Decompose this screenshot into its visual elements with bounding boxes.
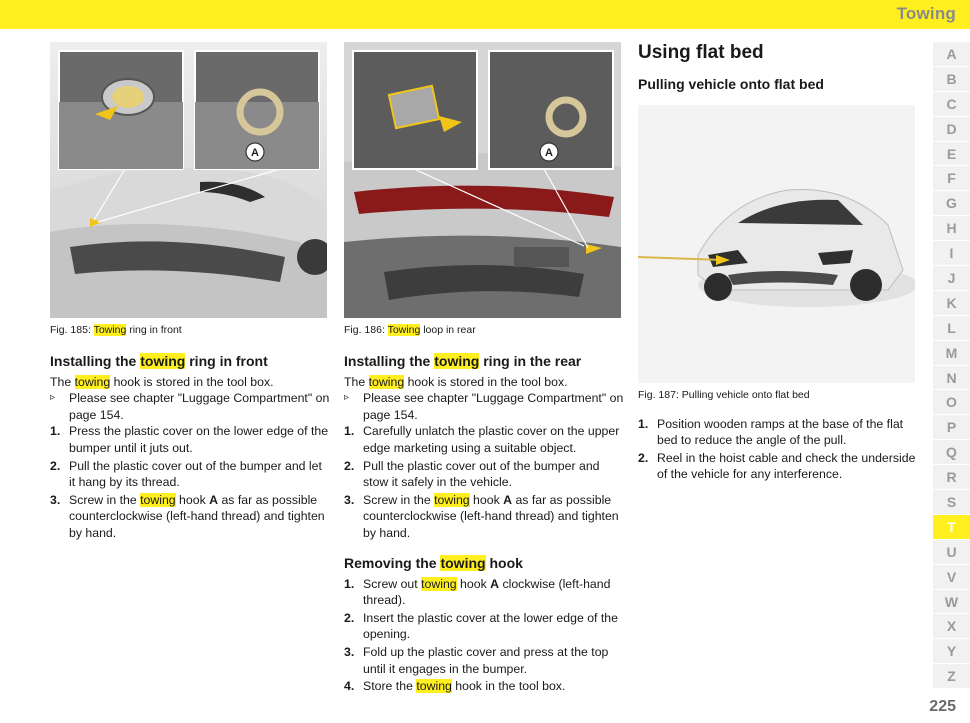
step-item: 2.Reel in the hoist cable and check the … [638,450,916,482]
figure-187-flat-bed-image [638,105,915,383]
index-tab-w[interactable]: W [933,589,970,615]
index-tab-u[interactable]: U [933,539,970,565]
index-tab-n[interactable]: N [933,365,970,391]
step-item: 3.Screw in the towing hook A as far as p… [344,492,619,540]
heading-removing-hook: Removing the towing hook [344,554,523,571]
index-tab-v[interactable]: V [933,564,970,590]
index-tab-l[interactable]: L [933,315,970,341]
section-title: Towing [896,4,956,23]
step-item: 2.Pull the plastic cover out of the bump… [50,458,322,490]
index-tab-y[interactable]: Y [933,639,970,665]
index-tab-k[interactable]: K [933,290,970,316]
index-tab-j[interactable]: J [933,266,970,291]
index-tab-e[interactable]: E [933,141,970,167]
step-item: 2.Pull the plastic cover out of the bump… [344,458,600,490]
index-tab-r[interactable]: R [933,465,970,491]
index-tab-b[interactable]: B [933,66,970,92]
index-tab-d[interactable]: D [933,116,970,142]
index-tab-g[interactable]: G [933,191,970,217]
step-item: 3.Screw in the towing hook A as far as p… [50,492,325,540]
index-tab-c[interactable]: C [933,91,970,117]
index-tab-i[interactable]: I [933,241,970,267]
heading-installing-rear: Installing the towing ring in the rear [344,352,582,369]
figure-185-caption: Fig. 185: Towing ring in front [50,324,182,336]
heading-installing-front: Installing the towing ring in front [50,352,268,369]
figure-187-caption: Fig. 187: Pulling vehicle onto flat bed [638,389,810,401]
intro-text: The towing hook is stored in the tool bo… [344,374,568,389]
chapter-reference: Please see chapter "Luggage Compartment"… [50,390,330,423]
chapter-reference: Please see chapter "Luggage Compartment"… [344,390,624,423]
index-tab-f[interactable]: F [933,166,970,192]
index-tab-m[interactable]: M [933,340,970,366]
column-flat-bed: Using flat bed Pulling vehicle onto flat… [638,42,918,484]
header-bar: Towing [0,0,970,29]
subtitle: Pulling vehicle onto flat bed [638,76,824,92]
step-item: 1.Carefully unlatch the plastic cover on… [344,424,620,455]
index-tab-p[interactable]: P [933,415,970,441]
index-tab-h[interactable]: H [933,216,970,242]
page-number: 225 [929,698,956,715]
marker-a-label: A [545,147,553,159]
figure-186-caption: Fig. 186: Towing loop in rear [344,324,476,336]
index-tab-o[interactable]: O [933,390,970,416]
figure-186-rear-loop-image: A [344,42,621,318]
index-tab-q[interactable]: Q [933,440,970,466]
step-item: 1.Position wooden ramps at the base of t… [638,416,904,448]
marker-a-label: A [251,147,259,159]
index-tab-z[interactable]: Z [933,664,970,690]
step-item: 4.Store the towing hook in the tool box. [344,679,566,694]
index-tab-s[interactable]: S [933,490,970,515]
figure-185-front-ring-image: A [50,42,327,318]
index-tab-x[interactable]: X [933,614,970,640]
page-title: Using flat bed [638,42,764,63]
index-tab-a[interactable]: A [933,42,970,67]
column-front-ring: A Fig. 185: Towing ring in front Install… [50,42,330,543]
column-rear-ring: A Fig. 186: Towing loop in rear Installi… [344,42,624,696]
step-item: 1.Screw out towing hook A clockwise (lef… [344,576,611,608]
step-item: 1.Press the plastic cover on the lower e… [50,424,329,455]
step-item: 3.Fold up the plastic cover and press at… [344,644,609,676]
step-item: 2.Insert the plastic cover at the lower … [344,610,618,642]
intro-text: The towing hook is stored in the tool bo… [50,374,274,389]
index-tab-t[interactable]: T [933,514,970,540]
